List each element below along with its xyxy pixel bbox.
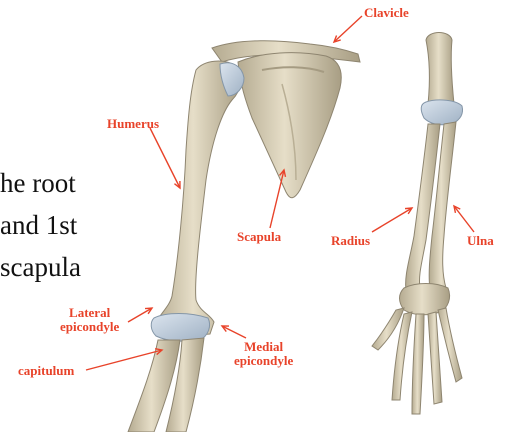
forearm-upper-right bbox=[426, 33, 454, 105]
finger-bones bbox=[372, 308, 462, 414]
leader-medial-epicondyle bbox=[222, 326, 246, 338]
scapula-bone bbox=[238, 53, 341, 198]
body-text-line-3: scapula bbox=[0, 252, 81, 282]
label-medial-epicondyle: Medial epicondyle bbox=[234, 340, 293, 368]
body-text-line-1: he root bbox=[0, 168, 76, 198]
label-scapula: Scapula bbox=[237, 230, 281, 244]
label-capitulum: capitulum bbox=[18, 364, 74, 378]
leader-scapula bbox=[270, 170, 284, 228]
elbow-cartilage-right bbox=[421, 100, 462, 125]
humerus-bone bbox=[154, 61, 241, 335]
leader-lateral-epicondyle bbox=[128, 308, 152, 322]
label-ulna: Ulna bbox=[467, 234, 494, 248]
label-lateral-epicondyle: Lateral epicondyle bbox=[60, 306, 119, 334]
forearm-bones-left bbox=[128, 338, 204, 432]
body-text-line-2: and 1st bbox=[0, 210, 77, 240]
label-radius: Radius bbox=[331, 234, 370, 248]
elbow-cartilage bbox=[151, 314, 209, 342]
leader-humerus bbox=[150, 128, 180, 188]
label-clavicle: Clavicle bbox=[364, 6, 409, 20]
leader-capitulum bbox=[86, 350, 162, 370]
label-humerus: Humerus bbox=[107, 117, 159, 131]
leader-radius bbox=[372, 208, 412, 232]
leader-clavicle bbox=[334, 16, 362, 42]
leader-ulna bbox=[454, 206, 474, 232]
